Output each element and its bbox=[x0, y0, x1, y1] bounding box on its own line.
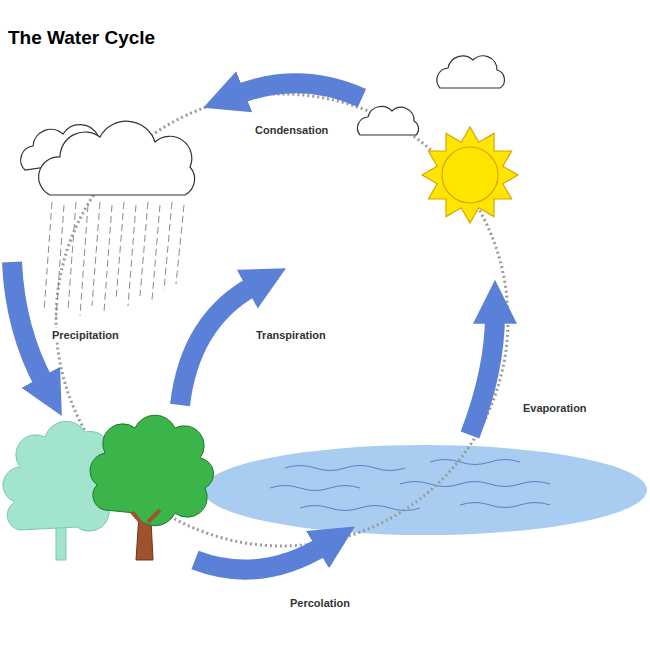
wave bbox=[430, 460, 520, 465]
process-label: Precipitation bbox=[50, 328, 121, 342]
process-label: Percolation bbox=[288, 596, 352, 610]
wave bbox=[300, 506, 420, 511]
rain-line bbox=[68, 202, 76, 310]
cloud bbox=[357, 106, 418, 135]
rain-line bbox=[152, 205, 160, 300]
rain-line bbox=[176, 205, 184, 284]
rain-line bbox=[128, 205, 136, 306]
sun-rays bbox=[422, 127, 518, 223]
diagram-title: The Water Cycle bbox=[8, 27, 155, 49]
rain-line bbox=[92, 202, 100, 306]
sun bbox=[442, 147, 498, 203]
wave bbox=[285, 466, 405, 471]
wave bbox=[400, 482, 550, 487]
lake bbox=[203, 445, 647, 535]
process-arrow bbox=[12, 262, 45, 385]
wave bbox=[460, 503, 550, 508]
process-arrow bbox=[195, 545, 325, 570]
rain-line bbox=[164, 202, 172, 290]
rain bbox=[44, 202, 184, 318]
wave bbox=[270, 486, 360, 491]
rain-line bbox=[44, 202, 52, 312]
process-label: Condensation bbox=[253, 123, 330, 137]
rain-line bbox=[140, 202, 148, 296]
lake-waves bbox=[270, 460, 550, 511]
process-label: Transpiration bbox=[254, 328, 328, 342]
process-arrow bbox=[180, 285, 255, 405]
rain-line bbox=[116, 202, 124, 300]
process-arrow bbox=[470, 315, 495, 435]
cloud bbox=[39, 121, 195, 195]
rain-line bbox=[56, 205, 64, 318]
tree-branches bbox=[132, 510, 160, 525]
process-label: Evaporation bbox=[521, 401, 589, 415]
cloud bbox=[437, 56, 505, 88]
rain-line bbox=[104, 205, 112, 312]
process-arrows bbox=[12, 83, 495, 569]
rain-line bbox=[80, 205, 88, 316]
process-arrow bbox=[236, 83, 362, 98]
tree-canopy bbox=[90, 415, 214, 526]
